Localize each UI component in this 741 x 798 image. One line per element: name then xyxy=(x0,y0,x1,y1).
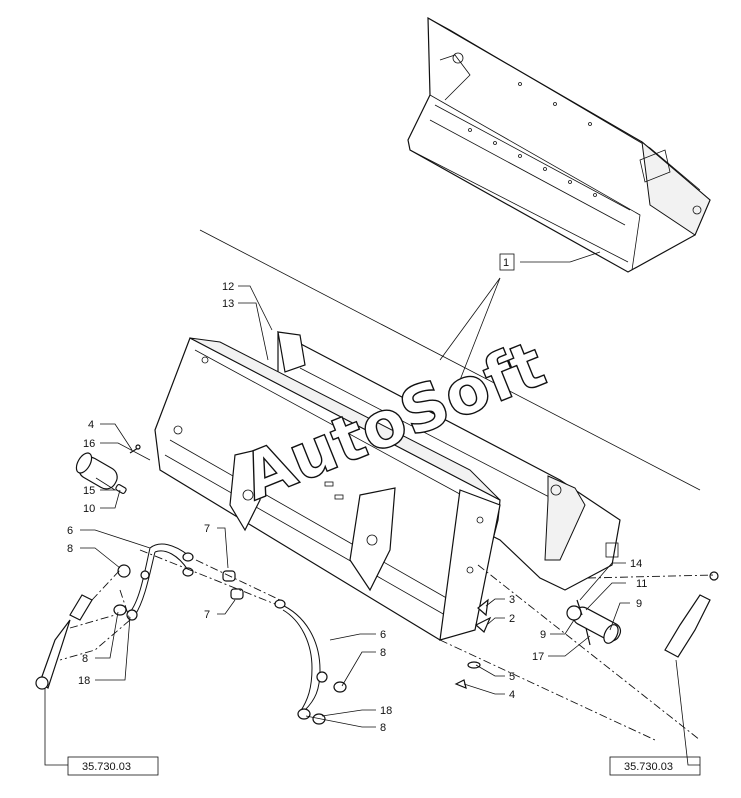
callout-18-right: 18 xyxy=(380,705,392,717)
callout-6-left: 6 xyxy=(67,525,73,537)
callout-11: 11 xyxy=(636,578,647,590)
callout-10: 10 xyxy=(83,503,95,515)
reference-boxes: 35.730.03 35.730.03 xyxy=(67,756,701,776)
callout-16: 16 xyxy=(83,438,95,450)
callout-17: 17 xyxy=(532,651,544,663)
callout-box-1 xyxy=(499,253,515,271)
callout-1: 1 xyxy=(503,257,509,269)
lower-bucket xyxy=(154,331,621,641)
left-hose xyxy=(35,543,194,690)
callout-12: 12 xyxy=(222,281,234,293)
reference-box-left xyxy=(67,756,159,776)
callout-15: 15 xyxy=(83,485,95,497)
reference-left: 35.730.03 xyxy=(82,761,131,773)
callout-8-right-top: 8 xyxy=(380,647,386,659)
callout-9-left: 9 xyxy=(540,629,546,641)
upper-bucket xyxy=(407,16,711,273)
reference-line xyxy=(199,229,701,491)
callout-4-right: 4 xyxy=(509,689,515,701)
callout-13: 13 xyxy=(222,298,234,310)
right-hose xyxy=(274,599,347,725)
leader-lines xyxy=(44,251,700,766)
callout-4-left: 4 xyxy=(88,419,94,431)
callout-3: 3 xyxy=(509,594,515,606)
reference-box-right xyxy=(609,756,701,776)
callout-7-top: 7 xyxy=(204,523,210,535)
left-small-parts xyxy=(75,444,141,494)
callout-8-left-bottom: 8 xyxy=(82,653,88,665)
callouts: 1 12 13 4 16 15 10 6 8 7 7 8 18 6 8 18 8… xyxy=(67,253,647,734)
center-fittings xyxy=(139,549,281,607)
callout-2: 2 xyxy=(509,613,515,625)
right-small-parts xyxy=(439,564,719,741)
reference-right: 35.730.03 xyxy=(624,761,673,773)
callout-8-right-bottom: 8 xyxy=(380,722,386,734)
callout-7-bottom: 7 xyxy=(204,609,210,621)
callout-18-left: 18 xyxy=(78,675,90,687)
callout-8-left-top: 8 xyxy=(67,543,73,555)
callout-6-right: 6 xyxy=(380,629,386,641)
callout-9-right: 9 xyxy=(636,598,642,610)
callout-14: 14 xyxy=(630,558,642,570)
callout-5: 5 xyxy=(509,671,515,683)
